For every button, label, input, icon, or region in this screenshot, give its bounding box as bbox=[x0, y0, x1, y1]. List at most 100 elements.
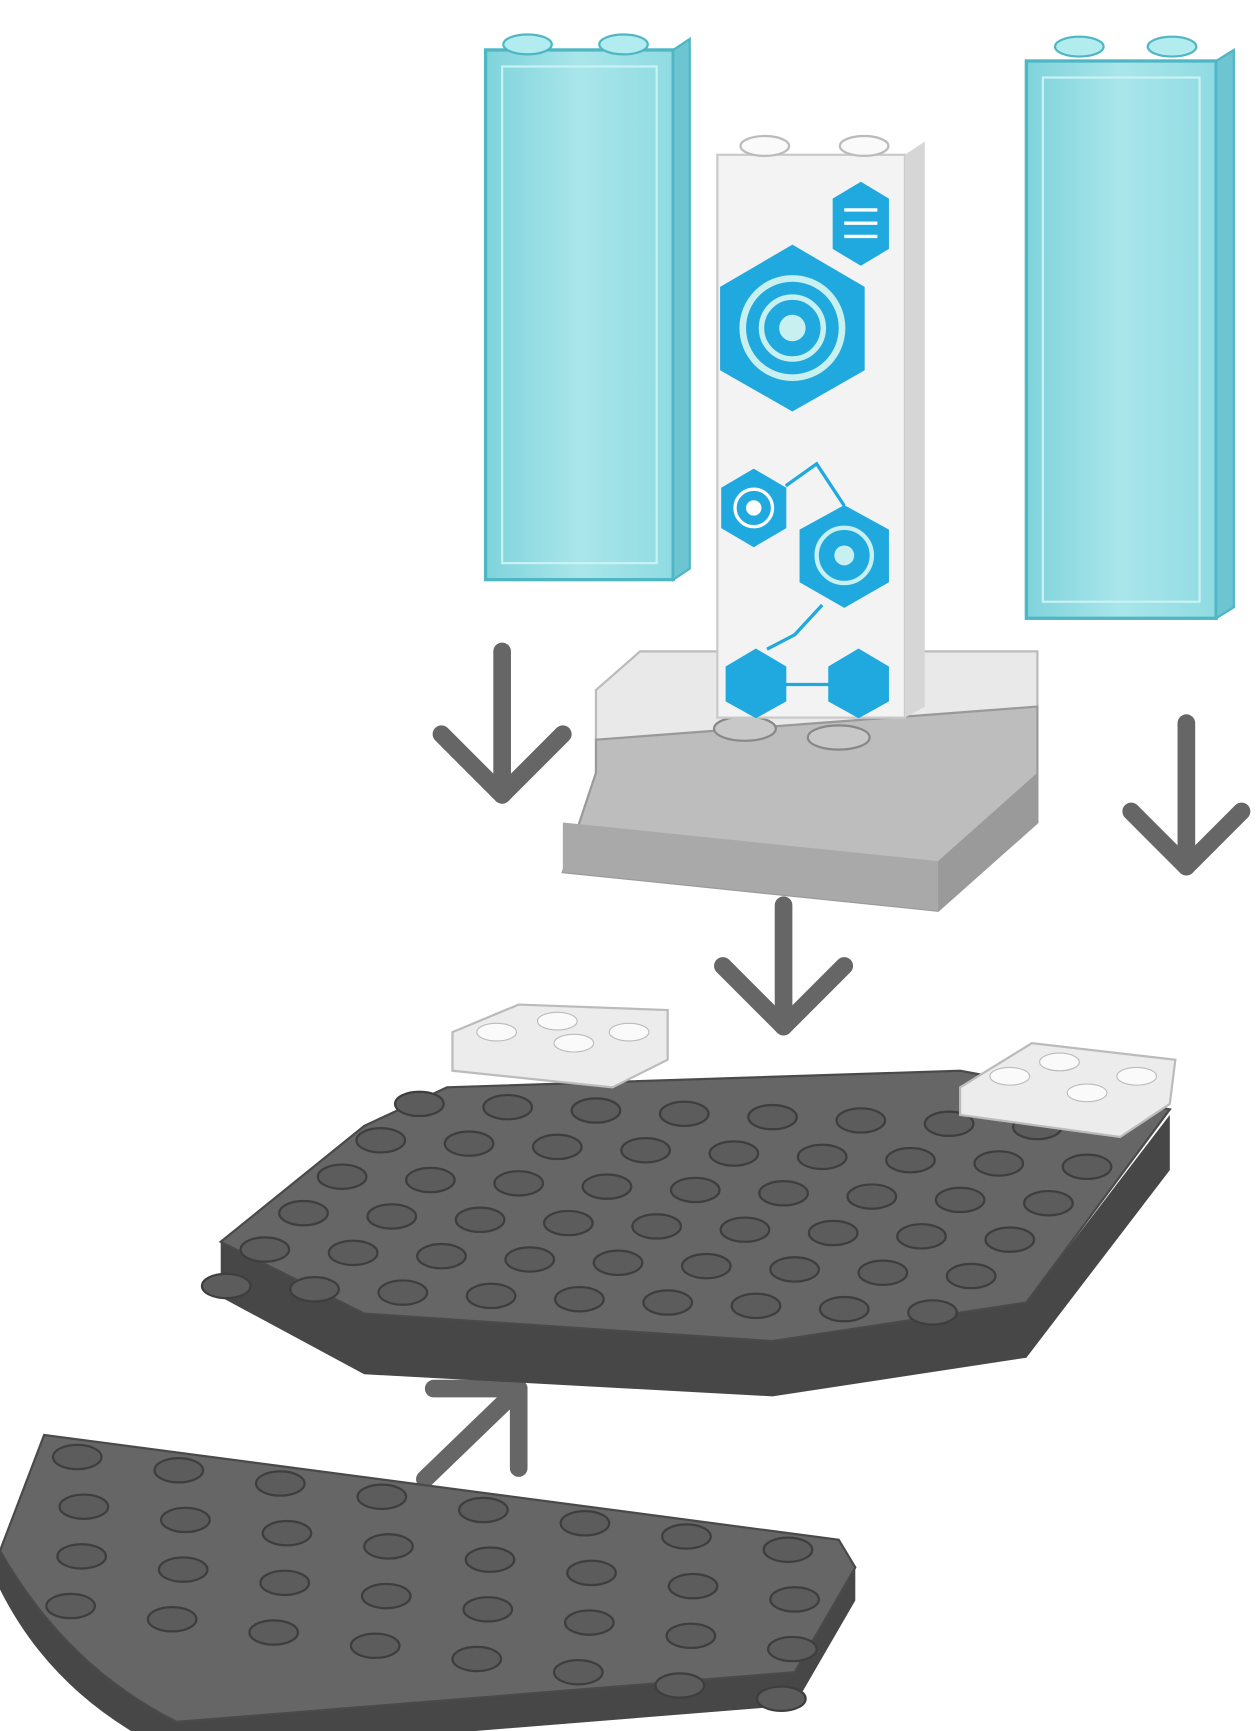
stud bbox=[559, 1510, 611, 1537]
stud bbox=[592, 1249, 644, 1277]
stud bbox=[356, 1483, 408, 1511]
white-plate-right bbox=[959, 1042, 1177, 1139]
stud bbox=[254, 1470, 306, 1497]
stud bbox=[462, 1596, 514, 1623]
stud bbox=[316, 1163, 368, 1190]
stud bbox=[708, 1140, 760, 1167]
stud bbox=[393, 1090, 445, 1118]
stud bbox=[45, 1592, 97, 1620]
stud bbox=[56, 1543, 108, 1570]
stud bbox=[973, 1150, 1025, 1177]
stud bbox=[581, 1173, 633, 1200]
dark-grey-base-plate bbox=[200, 1069, 1172, 1397]
stud bbox=[1061, 1153, 1113, 1181]
stud bbox=[349, 1632, 401, 1659]
stud bbox=[719, 1216, 771, 1243]
stud bbox=[1146, 35, 1198, 58]
stud bbox=[769, 1586, 820, 1613]
stud bbox=[261, 1519, 313, 1547]
stud bbox=[767, 1635, 818, 1663]
stud bbox=[464, 1546, 516, 1573]
stud bbox=[327, 1239, 379, 1267]
stud bbox=[642, 1289, 694, 1316]
stud bbox=[669, 1176, 721, 1204]
stud bbox=[739, 134, 791, 157]
stud bbox=[620, 1136, 671, 1164]
stud bbox=[631, 1213, 683, 1240]
stud bbox=[566, 1559, 617, 1587]
arrow-down-right bbox=[1122, 714, 1251, 876]
stud bbox=[857, 1259, 909, 1286]
stud bbox=[259, 1569, 311, 1597]
printed-target-pattern bbox=[720, 181, 889, 719]
stud bbox=[885, 1146, 936, 1174]
stud bbox=[796, 1143, 848, 1171]
stud bbox=[667, 1572, 719, 1600]
stud bbox=[355, 1127, 407, 1154]
dark-grey-quarter-round-plate bbox=[0, 1433, 857, 1731]
white-plate-left bbox=[451, 1003, 669, 1089]
arrow-diagonal bbox=[416, 1379, 528, 1488]
stud bbox=[570, 1097, 622, 1124]
stud bbox=[984, 1226, 1036, 1253]
stud bbox=[554, 1285, 605, 1313]
stud bbox=[907, 1299, 958, 1326]
stud bbox=[945, 1262, 997, 1290]
stud bbox=[542, 1209, 594, 1237]
stud bbox=[598, 33, 649, 56]
stud bbox=[934, 1186, 986, 1214]
arrow-down-center bbox=[714, 896, 854, 1036]
stud bbox=[248, 1619, 300, 1646]
stud bbox=[454, 1206, 506, 1233]
stud bbox=[680, 1252, 732, 1280]
stud bbox=[153, 1457, 205, 1484]
stud bbox=[846, 1183, 898, 1210]
stud bbox=[755, 1685, 807, 1712]
stud bbox=[58, 1493, 110, 1520]
stud bbox=[1053, 35, 1105, 58]
stud bbox=[658, 1100, 710, 1128]
stud bbox=[360, 1582, 412, 1610]
stud bbox=[443, 1130, 495, 1157]
stud bbox=[661, 1523, 712, 1550]
white-printed-brick bbox=[716, 134, 925, 719]
stud bbox=[160, 1506, 211, 1534]
stud bbox=[730, 1292, 782, 1320]
stud bbox=[838, 134, 890, 157]
stud bbox=[482, 1093, 534, 1121]
stud bbox=[457, 1496, 509, 1524]
stud bbox=[504, 1246, 556, 1273]
stud bbox=[531, 1133, 583, 1161]
stud bbox=[366, 1203, 418, 1230]
stud bbox=[239, 1236, 291, 1263]
stud bbox=[896, 1223, 947, 1250]
stud bbox=[654, 1672, 706, 1699]
stud bbox=[923, 1110, 975, 1137]
stud bbox=[200, 1272, 252, 1300]
stud bbox=[405, 1166, 456, 1194]
stud bbox=[146, 1606, 198, 1633]
stud bbox=[1023, 1189, 1074, 1217]
grey-slope-base bbox=[561, 650, 1039, 912]
stud bbox=[807, 1219, 859, 1247]
stud bbox=[451, 1645, 503, 1673]
arrow-down-left bbox=[432, 642, 572, 804]
stud bbox=[377, 1279, 429, 1306]
stud bbox=[563, 1609, 615, 1636]
stud bbox=[552, 1658, 604, 1686]
stud bbox=[758, 1180, 809, 1207]
stud bbox=[769, 1256, 820, 1283]
transparent-brick-right bbox=[1024, 35, 1235, 621]
stud bbox=[502, 33, 553, 56]
transparent-brick-left bbox=[483, 33, 691, 582]
stud bbox=[157, 1556, 209, 1583]
stud bbox=[747, 1103, 798, 1131]
stud bbox=[51, 1443, 103, 1471]
stud bbox=[493, 1170, 545, 1197]
stud bbox=[818, 1295, 870, 1323]
stud bbox=[278, 1199, 329, 1227]
stud bbox=[416, 1242, 467, 1270]
stud bbox=[289, 1276, 340, 1303]
stud bbox=[363, 1533, 414, 1560]
